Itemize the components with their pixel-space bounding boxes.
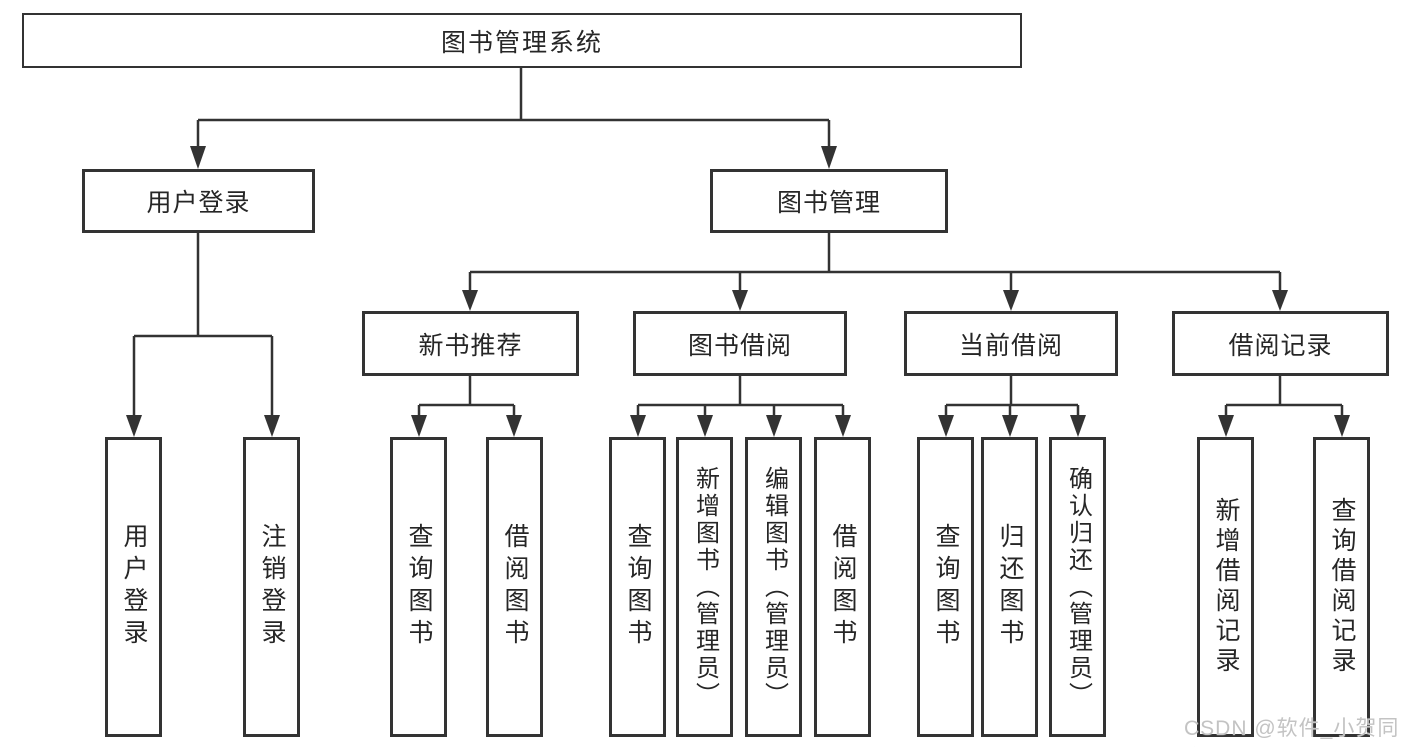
arrowhead-icon [1003, 290, 1019, 311]
node-label: 用户登录 [146, 189, 251, 217]
arrowhead-icon [264, 415, 280, 437]
arrowhead-icon [732, 290, 748, 311]
arrowhead-icon [190, 146, 206, 169]
arrowhead-icon [938, 415, 954, 437]
node-root-book-management-system: 图书管理系统 [22, 13, 1022, 68]
node-label: 图书借阅 [687, 331, 792, 360]
node-label: 查询图书 [624, 523, 652, 651]
arrowhead-icon [506, 415, 522, 437]
node-leaf-confirm-return-admin: 确认归还（管理员） [1049, 437, 1106, 737]
node-label: 借阅记录 [1228, 331, 1333, 360]
node-label: 查询图书 [405, 523, 433, 651]
arrowhead-icon [1070, 415, 1086, 437]
arrowhead-icon [697, 415, 713, 437]
node-leaf-query-books-current: 查询图书 [917, 437, 974, 737]
node-current-borrow: 当前借阅 [904, 311, 1118, 376]
node-leaf-add-books-admin: 新增图书（管理员） [676, 437, 733, 737]
arrowhead-icon [1272, 290, 1288, 311]
node-label: 图书管理系统 [440, 28, 603, 57]
node-leaf-query-books-borrow: 查询图书 [609, 437, 666, 737]
node-label: 编辑图书（管理员） [760, 465, 788, 709]
node-label: 借阅图书 [501, 523, 529, 651]
node-new-book-recommend: 新书推荐 [362, 311, 579, 376]
node-leaf-query-borrow-record: 查询借阅记录 [1313, 437, 1370, 737]
node-label: 当前借阅 [958, 331, 1063, 360]
arrowhead-icon [630, 415, 646, 437]
arrowhead-icon [1334, 415, 1350, 437]
arrowhead-icon [126, 415, 142, 437]
node-label: 确认归还（管理员） [1064, 465, 1092, 709]
csdn-watermark: CSDN @软件_小贺同学 [1184, 717, 1400, 740]
node-label: 查询借阅记录 [1328, 497, 1356, 677]
node-leaf-return-books: 归还图书 [981, 437, 1038, 737]
node-leaf-add-borrow-record: 新增借阅记录 [1197, 437, 1254, 737]
node-label: 用户登录 [120, 523, 148, 651]
node-label: 新增图书（管理员） [691, 465, 719, 709]
arrowhead-icon [411, 415, 427, 437]
arrowhead-icon [1218, 415, 1234, 437]
node-label: 注销登录 [258, 523, 286, 651]
node-label: 查询图书 [932, 523, 960, 651]
node-user-login: 用户登录 [82, 169, 315, 233]
node-leaf-query-books-recommend: 查询图书 [390, 437, 447, 737]
node-leaf-user-login: 用户登录 [105, 437, 162, 737]
node-book-borrow: 图书借阅 [633, 311, 847, 376]
node-book-management: 图书管理 [710, 169, 948, 233]
node-label: 图书管理 [776, 189, 881, 217]
node-leaf-logout: 注销登录 [243, 437, 300, 737]
node-label: 归还图书 [996, 523, 1024, 651]
node-borrow-records: 借阅记录 [1172, 311, 1389, 376]
node-leaf-borrow-books-recommend: 借阅图书 [486, 437, 543, 737]
node-label: 新增借阅记录 [1212, 497, 1240, 677]
node-leaf-borrow-books: 借阅图书 [814, 437, 871, 737]
arrowhead-icon [1002, 415, 1018, 437]
arrowhead-icon [462, 290, 478, 311]
node-label: 借阅图书 [829, 523, 857, 651]
node-label: 新书推荐 [418, 331, 523, 360]
arrowhead-icon [821, 146, 837, 169]
arrowhead-icon [766, 415, 782, 437]
node-leaf-edit-books-admin: 编辑图书（管理员） [745, 437, 802, 737]
arrowhead-icon [835, 415, 851, 437]
